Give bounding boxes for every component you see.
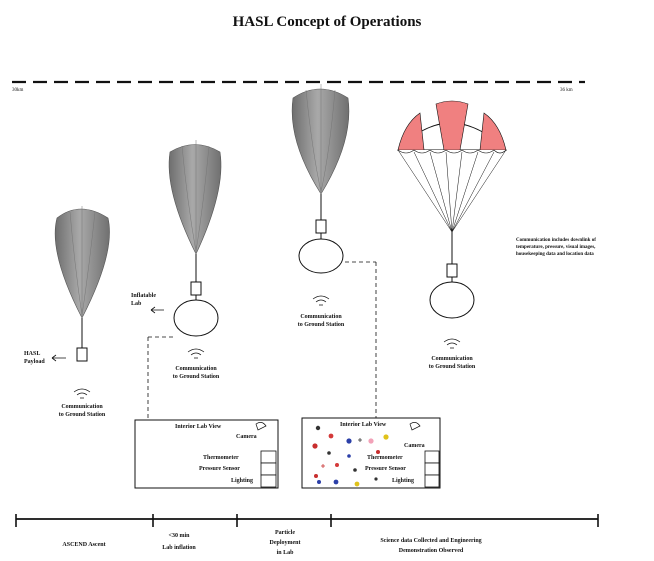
sensor-label-2-0: Thermometer [367, 455, 403, 461]
antenna-icon [312, 295, 330, 306]
particle [317, 480, 321, 484]
communication-note: Communication includes downlink of tempe… [516, 238, 597, 257]
antenna-icon [73, 388, 91, 399]
camera-icon [409, 422, 421, 431]
hasl-payload-box [76, 347, 88, 362]
interior-title-2: Interior Lab View [340, 422, 387, 428]
antenna-icon [443, 338, 461, 349]
sensor-label-1-0: Thermometer [203, 455, 239, 461]
diagram-title: HASL Concept of Operations [233, 14, 422, 30]
interior-lab-view-1: Interior Lab View Camera Thermometer Pre… [134, 419, 279, 489]
particle [315, 425, 321, 431]
sensor-label-2-1: Pressure Sensor [365, 466, 406, 472]
inflated-lab-2 [173, 299, 219, 337]
camera-label-1: Camera [236, 434, 257, 440]
balloon-2 [168, 144, 222, 255]
particle [327, 451, 331, 455]
particle [312, 443, 318, 449]
sensor-label-1-1: Pressure Sensor [199, 466, 240, 472]
balloon-1 [54, 208, 110, 319]
interior-title-1: Interior Lab View [175, 424, 222, 430]
antenna-icon [187, 348, 205, 359]
particle [347, 454, 351, 458]
sensor-label-2-2: Lighting [392, 478, 414, 484]
sensor-label-1-2: Lighting [231, 478, 253, 484]
interior-lab-view-2: Interior Lab View Camera Thermometer Pre… [301, 417, 441, 489]
particle [335, 463, 339, 467]
particle [383, 434, 389, 440]
particle [346, 438, 352, 444]
particle [314, 474, 318, 478]
arrow-left-icon [150, 306, 164, 314]
particle [333, 479, 339, 485]
phase-ascent: ASCEND Ascent [62, 542, 105, 548]
particle [374, 477, 378, 481]
camera-label-2: Camera [404, 443, 425, 449]
particle [368, 438, 374, 444]
altitude-right-label: 36 km [560, 88, 573, 93]
inflated-lab-4 [429, 281, 475, 319]
balloon-3 [291, 88, 350, 195]
particle [376, 450, 380, 454]
particle [353, 468, 357, 472]
particle [328, 433, 334, 439]
altitude-left-label: 30km [12, 88, 24, 93]
particles [312, 425, 389, 487]
camera-icon [255, 422, 267, 431]
arrow-left-icon [51, 354, 66, 362]
inflated-lab-3 [298, 238, 344, 274]
particle [354, 481, 360, 487]
